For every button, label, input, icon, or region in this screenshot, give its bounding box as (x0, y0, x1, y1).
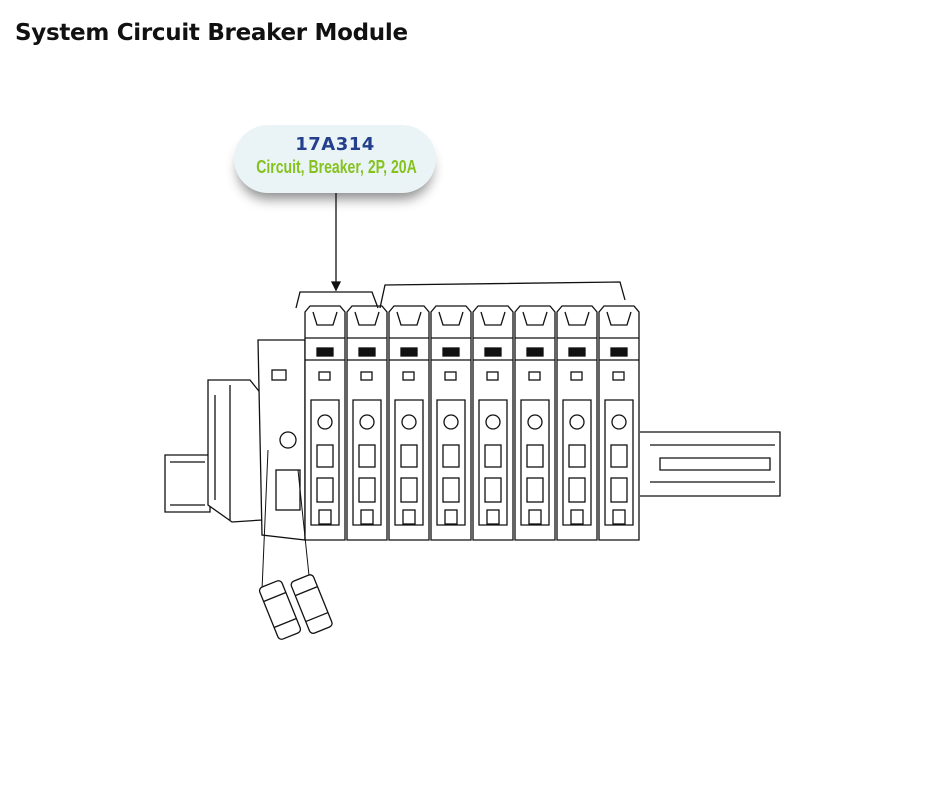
breaker-module (514, 305, 556, 541)
part-number: 17A314 (295, 134, 375, 155)
breaker-module (472, 305, 514, 541)
breaker-module (304, 305, 346, 541)
callout-arrow (330, 193, 342, 292)
breaker-module (388, 305, 430, 541)
part-callout: 17A314 Circuit, Breaker, 2P, 20A (234, 125, 436, 193)
end-clamp (207, 379, 263, 523)
breaker-module (556, 305, 598, 541)
breaker-module (430, 305, 472, 541)
top-brackets (295, 281, 626, 309)
breaker-module (598, 305, 640, 541)
fuse-2 (290, 574, 333, 634)
page-title: System Circuit Breaker Module (15, 20, 408, 46)
part-description: Circuit, Breaker, 2P, 20A (256, 157, 417, 177)
fuse-1 (258, 580, 302, 640)
breaker-module (346, 305, 388, 541)
breaker-row (304, 305, 640, 541)
fuses (258, 449, 333, 640)
din-rail (164, 431, 781, 513)
